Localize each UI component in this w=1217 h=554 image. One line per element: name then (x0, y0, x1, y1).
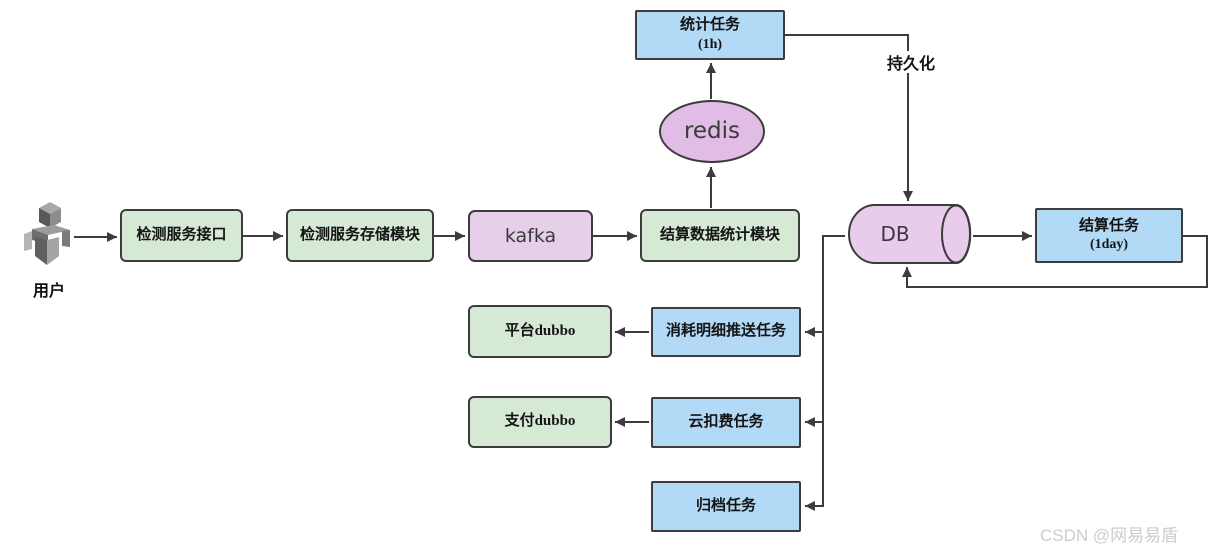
node-settlement-stats-module: 结算数据统计模块 (640, 209, 800, 262)
watermark: CSDN @网易易盾 (1040, 526, 1179, 545)
edge-settle-task-loop-to-db (902, 235, 1208, 288)
node-platform-dubbo: 平台dubbo (468, 305, 612, 358)
user-icon (23, 202, 75, 274)
node-redis: redis (659, 100, 765, 163)
node-db-cylinder: DB (845, 204, 972, 264)
node-detect-service-api: 检测服务接口 (120, 209, 243, 262)
edge-db-to-archive-spine (805, 235, 845, 511)
user-label: 用户 (32, 283, 65, 300)
edge-stats-task-to-db-persist (785, 34, 913, 201)
node-cloud-charge-task: 云扣费任务 (651, 397, 801, 448)
node-stats-task-1h: 统计任务 (1h) (635, 10, 785, 60)
node-consume-detail-push-task: 消耗明细推送任务 (651, 307, 801, 357)
node-detect-service-storage: 检测服务存储模块 (286, 209, 434, 262)
node-kafka: kafka (468, 210, 593, 262)
persist-edge-label: 持久化 (880, 51, 942, 73)
node-settle-task-1day: 结算任务 (1day) (1035, 208, 1183, 263)
user-actor: 用户 (20, 198, 78, 300)
node-pay-dubbo: 支付dubbo (468, 396, 612, 448)
db-label: DB (880, 222, 910, 246)
node-archive-task: 归档任务 (651, 481, 801, 532)
